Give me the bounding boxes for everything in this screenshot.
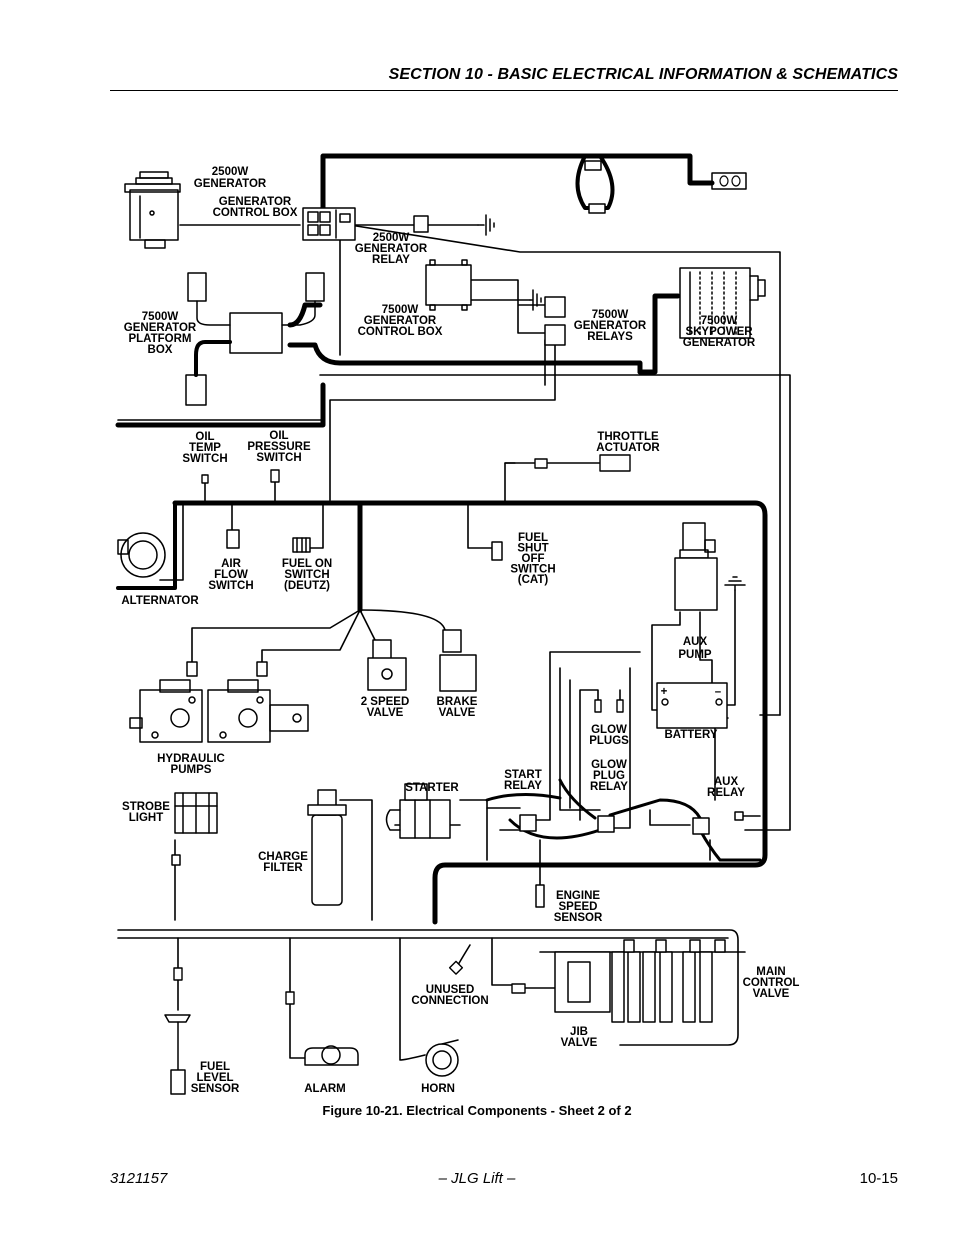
footer-brand: – JLG Lift – <box>438 1170 516 1187</box>
brake-valve-icon <box>439 629 477 692</box>
glow-plugs-icon <box>594 699 624 713</box>
skypower-generator-icon <box>679 267 766 339</box>
fuel-level-sensor-icon <box>164 1014 191 1095</box>
relay-icon <box>519 811 744 835</box>
charge-filter-icon <box>307 789 347 906</box>
fuel-on-switch-icon <box>292 537 311 553</box>
alarm-icon <box>304 1045 359 1066</box>
battery-icon <box>656 682 728 729</box>
generator-2500w-icon <box>124 171 181 249</box>
two-speed-valve-icon <box>367 639 407 691</box>
sensor-switch-icon <box>201 454 631 484</box>
label-alarm: ALARM <box>304 1083 346 1095</box>
fuel-shutoff-switch-icon <box>491 541 503 561</box>
ground-icon <box>477 214 746 591</box>
main-harness <box>115 153 768 925</box>
figure-caption: Figure 10-21. Electrical Components - Sh… <box>322 1103 632 1118</box>
label-horn: HORN <box>421 1083 455 1095</box>
strobe-light-icon <box>171 792 218 866</box>
label-battery-plus: + <box>661 686 668 698</box>
footer-doc-number: 3121157 <box>110 1170 168 1187</box>
generator-control-box-icon <box>302 207 356 241</box>
alternator-icon <box>117 532 166 578</box>
label-battery: BATTERY <box>664 729 717 741</box>
page-header: SECTION 10 - BASIC ELECTRICAL INFORMATIO… <box>110 64 898 91</box>
thin-wiring <box>117 224 791 921</box>
section-title: SECTION 10 - BASIC ELECTRICAL INFORMATIO… <box>388 66 898 83</box>
label-alternator: ALTERNATOR <box>121 595 199 607</box>
footer-page-number: 10-15 <box>859 1170 898 1187</box>
connector-icon <box>173 960 526 1005</box>
label-starter: STARTER <box>405 782 459 794</box>
main-control-valve-icon <box>554 939 726 1023</box>
air-flow-switch-icon <box>226 529 240 549</box>
starter-icon <box>385 783 451 839</box>
relay-2500w-icon <box>413 215 429 233</box>
generator-7500w-relays-icon <box>544 296 566 346</box>
engine-speed-sensor-icon <box>535 884 545 908</box>
label-battery-minus: – <box>715 686 722 698</box>
aux-pump-icon <box>674 522 718 611</box>
horn-icon <box>425 1039 459 1077</box>
generator-7500w-control-box-icon <box>425 259 472 311</box>
platform-box-icon <box>185 272 325 406</box>
hydraulic-pumps-icon <box>129 661 309 743</box>
